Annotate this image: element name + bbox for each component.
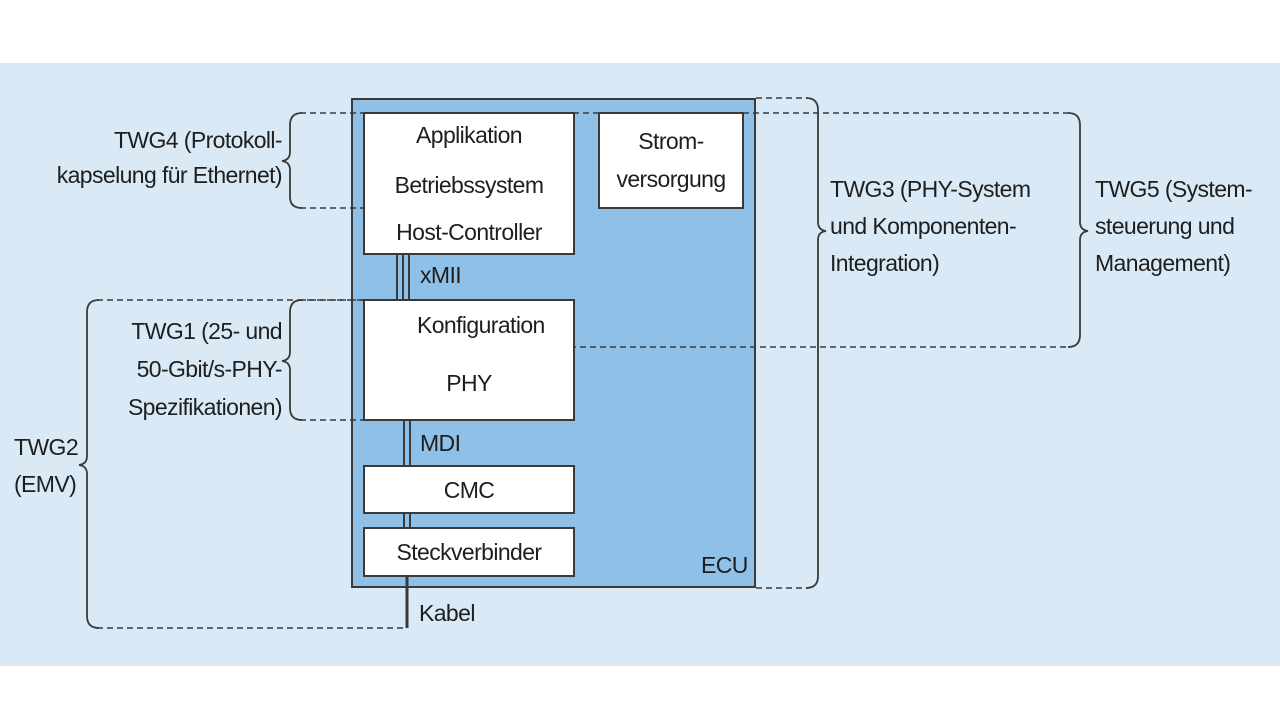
twg1-line-3: Spezifikationen): [127, 394, 283, 420]
ecu-label: ECU: [701, 552, 748, 578]
twg3-brace: [805, 97, 827, 589]
layer-host-controller: Host-Controller: [396, 219, 542, 245]
twg3-line-1: TWG3 (PHY-System: [830, 176, 1031, 202]
layer-steckverbinder: Steckverbinder: [396, 539, 542, 565]
twg4-brace: [281, 112, 303, 209]
twg5-line-3: Management): [1095, 250, 1231, 276]
phy-box: [363, 299, 575, 421]
power-supply-line-1: Strom-: [638, 128, 704, 154]
layer-konfiguration: Konfiguration: [417, 312, 545, 338]
twg5-line-1: TWG5 (System-: [1095, 176, 1253, 202]
mdi-label: MDI: [420, 430, 461, 456]
twg4-label: TWG4 (Protokoll- kapselung für Ethernet): [56, 127, 283, 189]
twg2-brace: [78, 299, 100, 629]
twg1-line-2: 50-Gbit/s-PHY-: [136, 356, 283, 382]
host-stack-box: [363, 112, 575, 255]
kabel-label: Kabel: [419, 600, 475, 626]
power-supply-box: [598, 112, 744, 209]
xmii-label: xMII: [420, 262, 462, 288]
twg3-label: TWG3 (PHY-System und Komponenten- Integr…: [830, 176, 1031, 277]
twg1-line-1: TWG1 (25- und: [131, 318, 282, 344]
layer-cmc: CMC: [443, 477, 495, 503]
twg4-line-1: TWG4 (Protokoll-: [113, 127, 283, 153]
cmc-box: [363, 465, 575, 514]
layer-betriebssystem: Betriebssystem: [394, 172, 544, 198]
twg1-label: TWG1 (25- und 50-Gbit/s-PHY- Spezifikati…: [127, 318, 283, 421]
twg4-line-2: kapselung für Ethernet): [56, 162, 283, 188]
power-supply-line-2: versorgung: [616, 166, 726, 192]
twg2-line-1: TWG2: [14, 434, 79, 460]
twg5-brace: [1067, 112, 1089, 348]
layer-applikation: Applikation: [416, 122, 523, 148]
layer-phy: PHY: [446, 370, 492, 396]
twg2-label: TWG2 (EMV): [14, 434, 79, 498]
twg2-line-2: (EMV): [14, 471, 77, 497]
twg5-line-2: steuerung und: [1095, 213, 1235, 239]
twg3-line-3: Integration): [830, 250, 940, 276]
twg1-brace: [281, 299, 303, 421]
connector-box: [363, 527, 575, 577]
twg3-line-2: und Komponenten-: [830, 213, 1017, 239]
twg5-label: TWG5 (System- steuerung und Management): [1095, 176, 1253, 277]
